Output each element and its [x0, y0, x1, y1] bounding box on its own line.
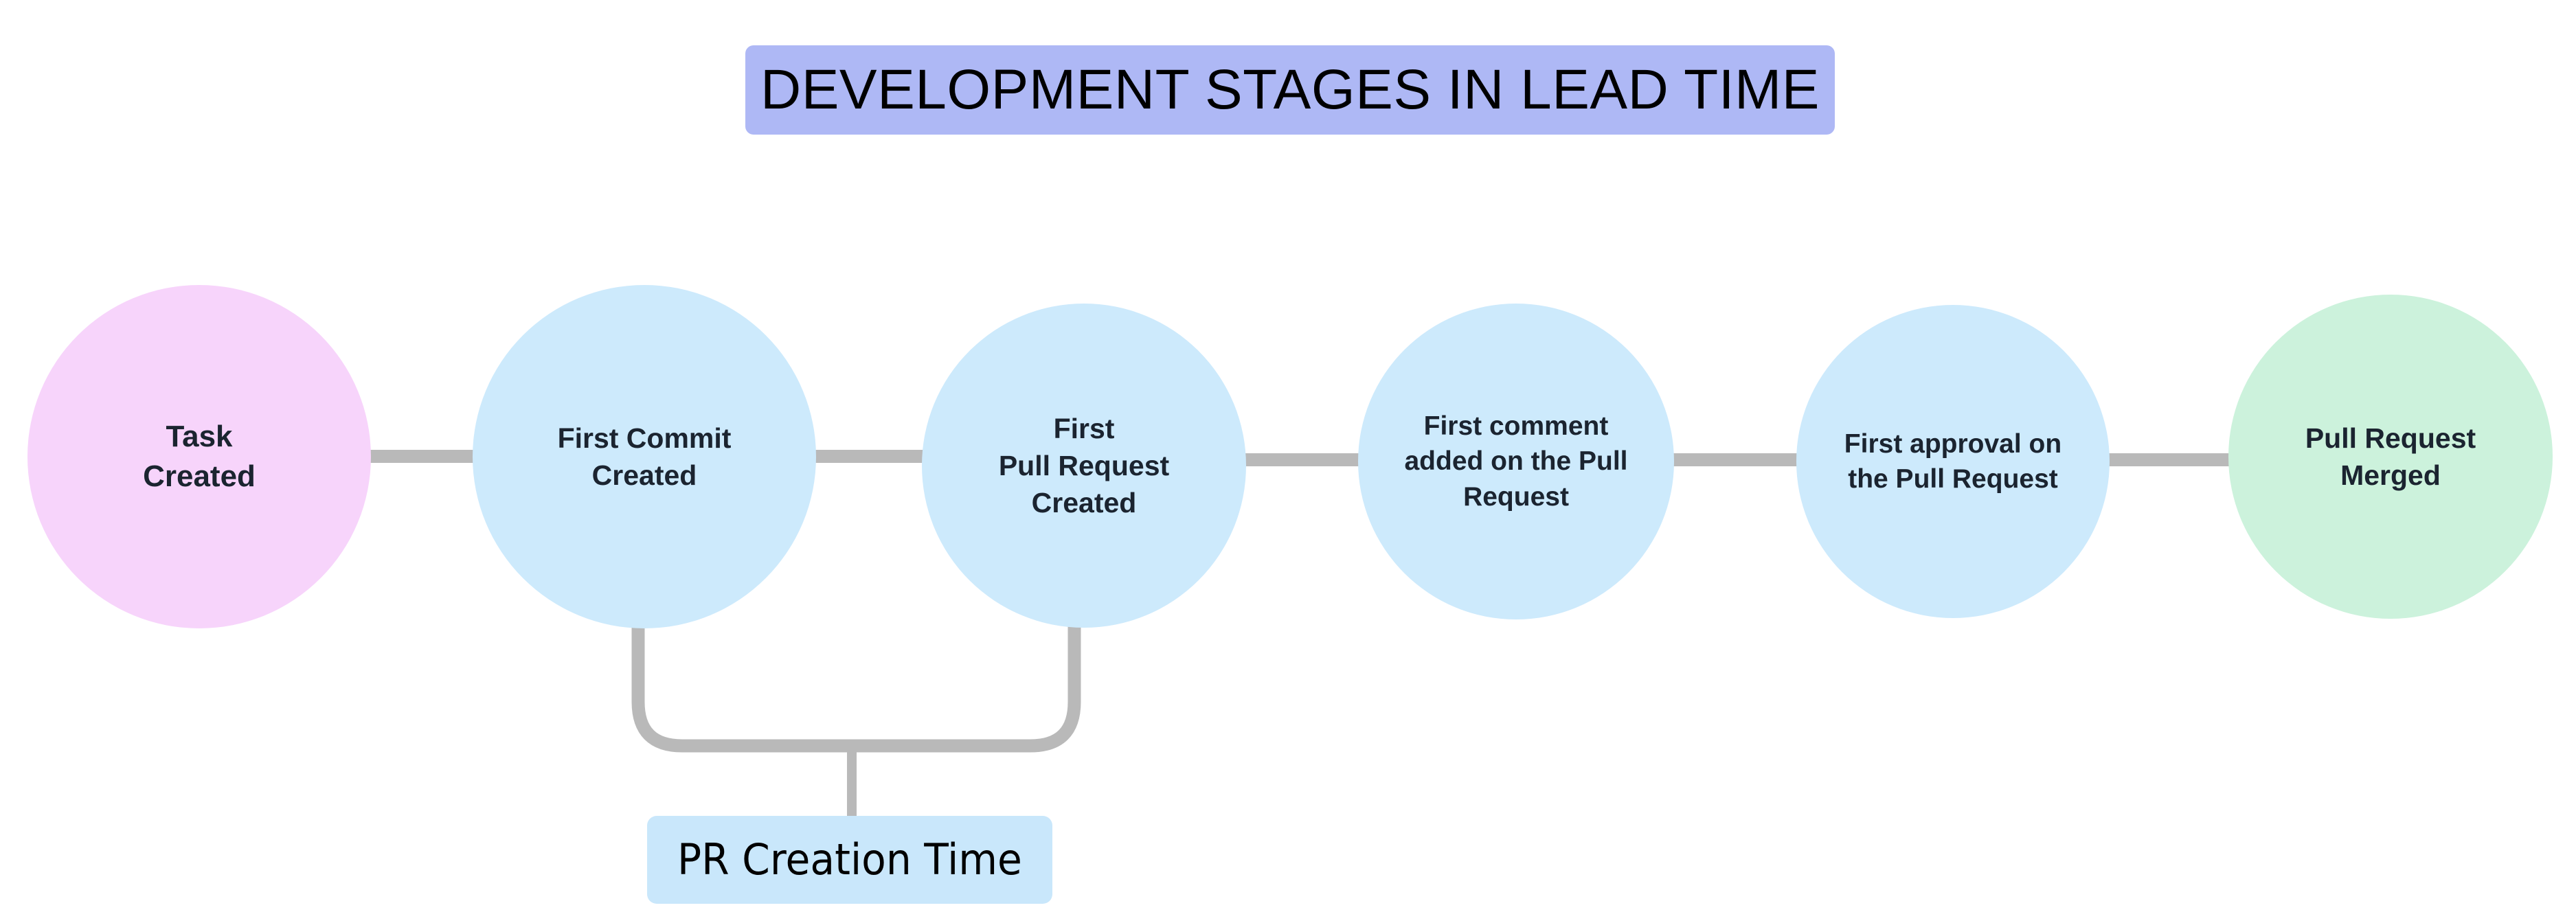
annotation-label-pr-creation-time: PR Creation Time: [677, 834, 1022, 885]
connector-commit-to-pr: [797, 450, 941, 463]
stage-label-first-pull-request-created: First Pull Request Created: [998, 412, 1170, 519]
stage-label-pull-request-merged: Pull Request Merged: [2305, 422, 2476, 491]
stage-node-task-created[interactable]: Task Created: [27, 285, 371, 628]
bracket-path: [631, 626, 1081, 753]
stage-node-pull-request-merged[interactable]: Pull Request Merged: [2228, 295, 2553, 619]
stage-node-first-pull-request-created[interactable]: First Pull Request Created: [922, 304, 1246, 628]
stage-node-first-approval-on-pull-request[interactable]: First approval on the Pull Request: [1796, 305, 2110, 618]
page-title: DEVELOPMENT STAGES IN LEAD TIME: [760, 58, 1820, 121]
connector-approval-to-merged: [2095, 453, 2233, 466]
stage-node-first-comment-on-pull-request[interactable]: First comment added on the Pull Request: [1358, 304, 1674, 619]
diagram-title-banner: DEVELOPMENT STAGES IN LEAD TIME: [745, 45, 1835, 135]
annotation-pr-creation-time[interactable]: PR Creation Time: [647, 816, 1052, 904]
connector-pr-to-comment: [1236, 453, 1370, 466]
connector-comment-to-approval: [1662, 453, 1803, 466]
stage-label-task-created: Task Created: [143, 419, 256, 493]
stage-label-first-approval-on-pull-request: First approval on the Pull Request: [1844, 429, 2062, 494]
connector-task-to-commit: [352, 450, 499, 463]
stage-label-first-commit-created: First Commit Created: [557, 422, 732, 491]
stage-label-first-comment-on-pull-request: First comment added on the Pull Request: [1404, 411, 1628, 512]
stage-node-first-commit-created[interactable]: First Commit Created: [473, 285, 816, 628]
